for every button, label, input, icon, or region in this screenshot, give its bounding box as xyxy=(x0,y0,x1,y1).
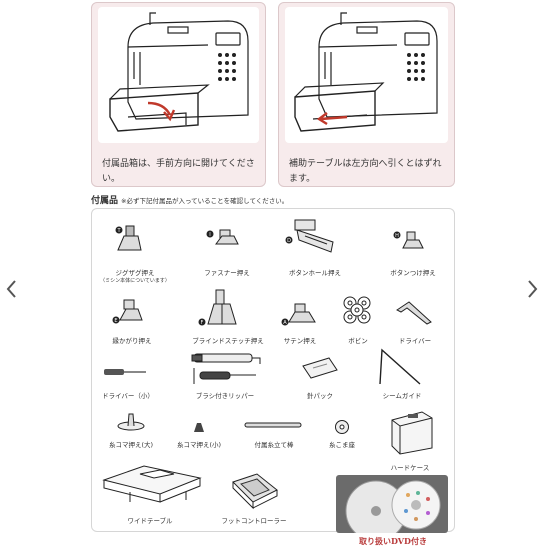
item-label: ブラインドステッチ押え xyxy=(192,337,264,345)
item-label: ジグザグ押え xyxy=(115,269,155,277)
zipper-foot-image: I xyxy=(206,226,242,252)
accessories-note: ※必ず下記付属品が入っていることを確認してください。 xyxy=(121,197,289,205)
svg-text:F: F xyxy=(201,320,204,326)
badge-letter: T xyxy=(116,228,121,234)
spool-felt-image xyxy=(334,420,350,434)
item-sublabel: （ミシン本体についています） xyxy=(100,278,170,284)
dvd-caption: 取り扱いDVD付き xyxy=(359,536,427,546)
spool-cap-large-image xyxy=(116,408,146,432)
item-label: ワイドテーブル xyxy=(127,517,173,525)
item-label: 縁かがり押え xyxy=(112,337,152,345)
accessories-heading: 付属品※必ず下記付属品が入っていることを確認してください。 xyxy=(91,193,288,206)
hard-case-image xyxy=(386,406,436,456)
needle-pack-image xyxy=(299,356,341,380)
button-sewing-foot-image: H xyxy=(393,230,427,254)
dvd-photo xyxy=(336,475,448,533)
item-label: フットコントローラー xyxy=(221,517,287,525)
sewing-machine-illustration xyxy=(98,7,259,143)
item-label: ファスナー押え xyxy=(204,269,250,277)
item-label: 針パック xyxy=(307,392,333,400)
carousel-next-button[interactable] xyxy=(524,277,540,301)
item-label: 糸コマ押え(大) xyxy=(108,441,154,449)
item-label: 付属糸立て棒 xyxy=(254,441,294,449)
item-label: ドライバー xyxy=(398,337,432,345)
bobbin-image xyxy=(340,295,376,329)
accessory-box-panel: 付属品箱は、手前方向に開けてください。 xyxy=(91,2,266,187)
blind-stitch-foot-image: F xyxy=(196,288,242,332)
item-label: サテン押え xyxy=(283,337,317,345)
satin-foot-image: A xyxy=(279,302,319,328)
item-label: 糸こま座 xyxy=(329,441,355,449)
svg-text:E: E xyxy=(114,318,117,324)
seam-ripper-image xyxy=(190,350,264,386)
panel-caption: 補助テーブルは左方向へ引くとはずれます。 xyxy=(289,159,442,184)
svg-text:D: D xyxy=(287,238,291,244)
spool-pin-image xyxy=(243,420,303,430)
item-label: シームガイド xyxy=(382,392,422,400)
panel-caption: 付属品箱は、手前方向に開けてください。 xyxy=(102,159,255,184)
chevron-right-icon xyxy=(528,280,538,298)
svg-text:H: H xyxy=(395,233,399,239)
seam-guide-image xyxy=(376,346,426,386)
buttonhole-foot-image: D xyxy=(283,214,339,258)
accessories-title: 付属品 xyxy=(91,196,119,206)
carousel-prev-button[interactable] xyxy=(4,277,20,301)
item-label: ドライバー（小） xyxy=(102,392,154,400)
svg-text:I: I xyxy=(209,232,210,238)
item-label: ボビン xyxy=(348,337,368,345)
small-screwdriver-image xyxy=(102,366,150,378)
foot-controller-image xyxy=(227,470,281,510)
svg-text:A: A xyxy=(283,320,287,326)
item-label: ボタンつけ押え xyxy=(390,269,436,277)
item-label: ブラシ付きリッパー xyxy=(195,392,255,400)
zigzag-foot-image: T xyxy=(114,222,144,256)
overcast-foot-image: E xyxy=(110,298,144,328)
sewing-machine-illustration xyxy=(285,7,448,143)
l-screwdriver-image xyxy=(395,300,435,326)
extension-table-panel: 補助テーブルは左方向へ引くとはずれます。 xyxy=(278,2,455,187)
wide-table-image xyxy=(100,462,204,508)
item-label: ハードケース xyxy=(390,464,430,472)
spool-cap-small-image xyxy=(192,421,206,433)
item-label: 糸コマ押え(小) xyxy=(176,441,222,449)
item-label: ボタンホール押え xyxy=(289,269,341,277)
chevron-left-icon xyxy=(6,280,16,298)
